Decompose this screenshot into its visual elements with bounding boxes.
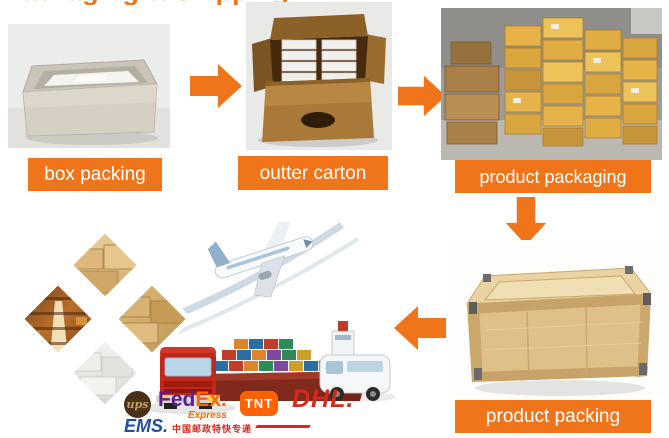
step-label-box-packing: box packing: [28, 158, 162, 191]
clipped-heading-text: Packaging & Shipping: [4, 0, 334, 5]
wooden-crate-illustration: [455, 240, 665, 399]
product-packaging-illustration: [441, 8, 662, 160]
product-packaging-photo: [441, 8, 662, 160]
step-label-product-packing: product packing: [455, 400, 651, 433]
shipping-collage: ups FedEx. Express TNT DHL. EMS. 中国邮政特快专…: [10, 205, 395, 438]
shipping-collage-illustration: [17, 221, 395, 414]
arrow-left-icon: [392, 302, 448, 354]
clipped-heading: Packaging & Shipping: [4, 0, 334, 5]
outer-carton-photo: [246, 2, 392, 150]
arrow-down-icon: [500, 197, 552, 245]
box-packing-photo: [8, 24, 170, 148]
step-label-outter-carton: outter carton: [238, 156, 388, 190]
outer-carton-illustration: [246, 2, 392, 150]
box-packing-illustration: [8, 24, 170, 148]
product-packing-photo: [455, 240, 665, 399]
arrow-right-icon: [398, 72, 446, 120]
arrow-right-icon: [190, 60, 242, 112]
step-label-product-packaging: product packaging: [455, 160, 651, 193]
